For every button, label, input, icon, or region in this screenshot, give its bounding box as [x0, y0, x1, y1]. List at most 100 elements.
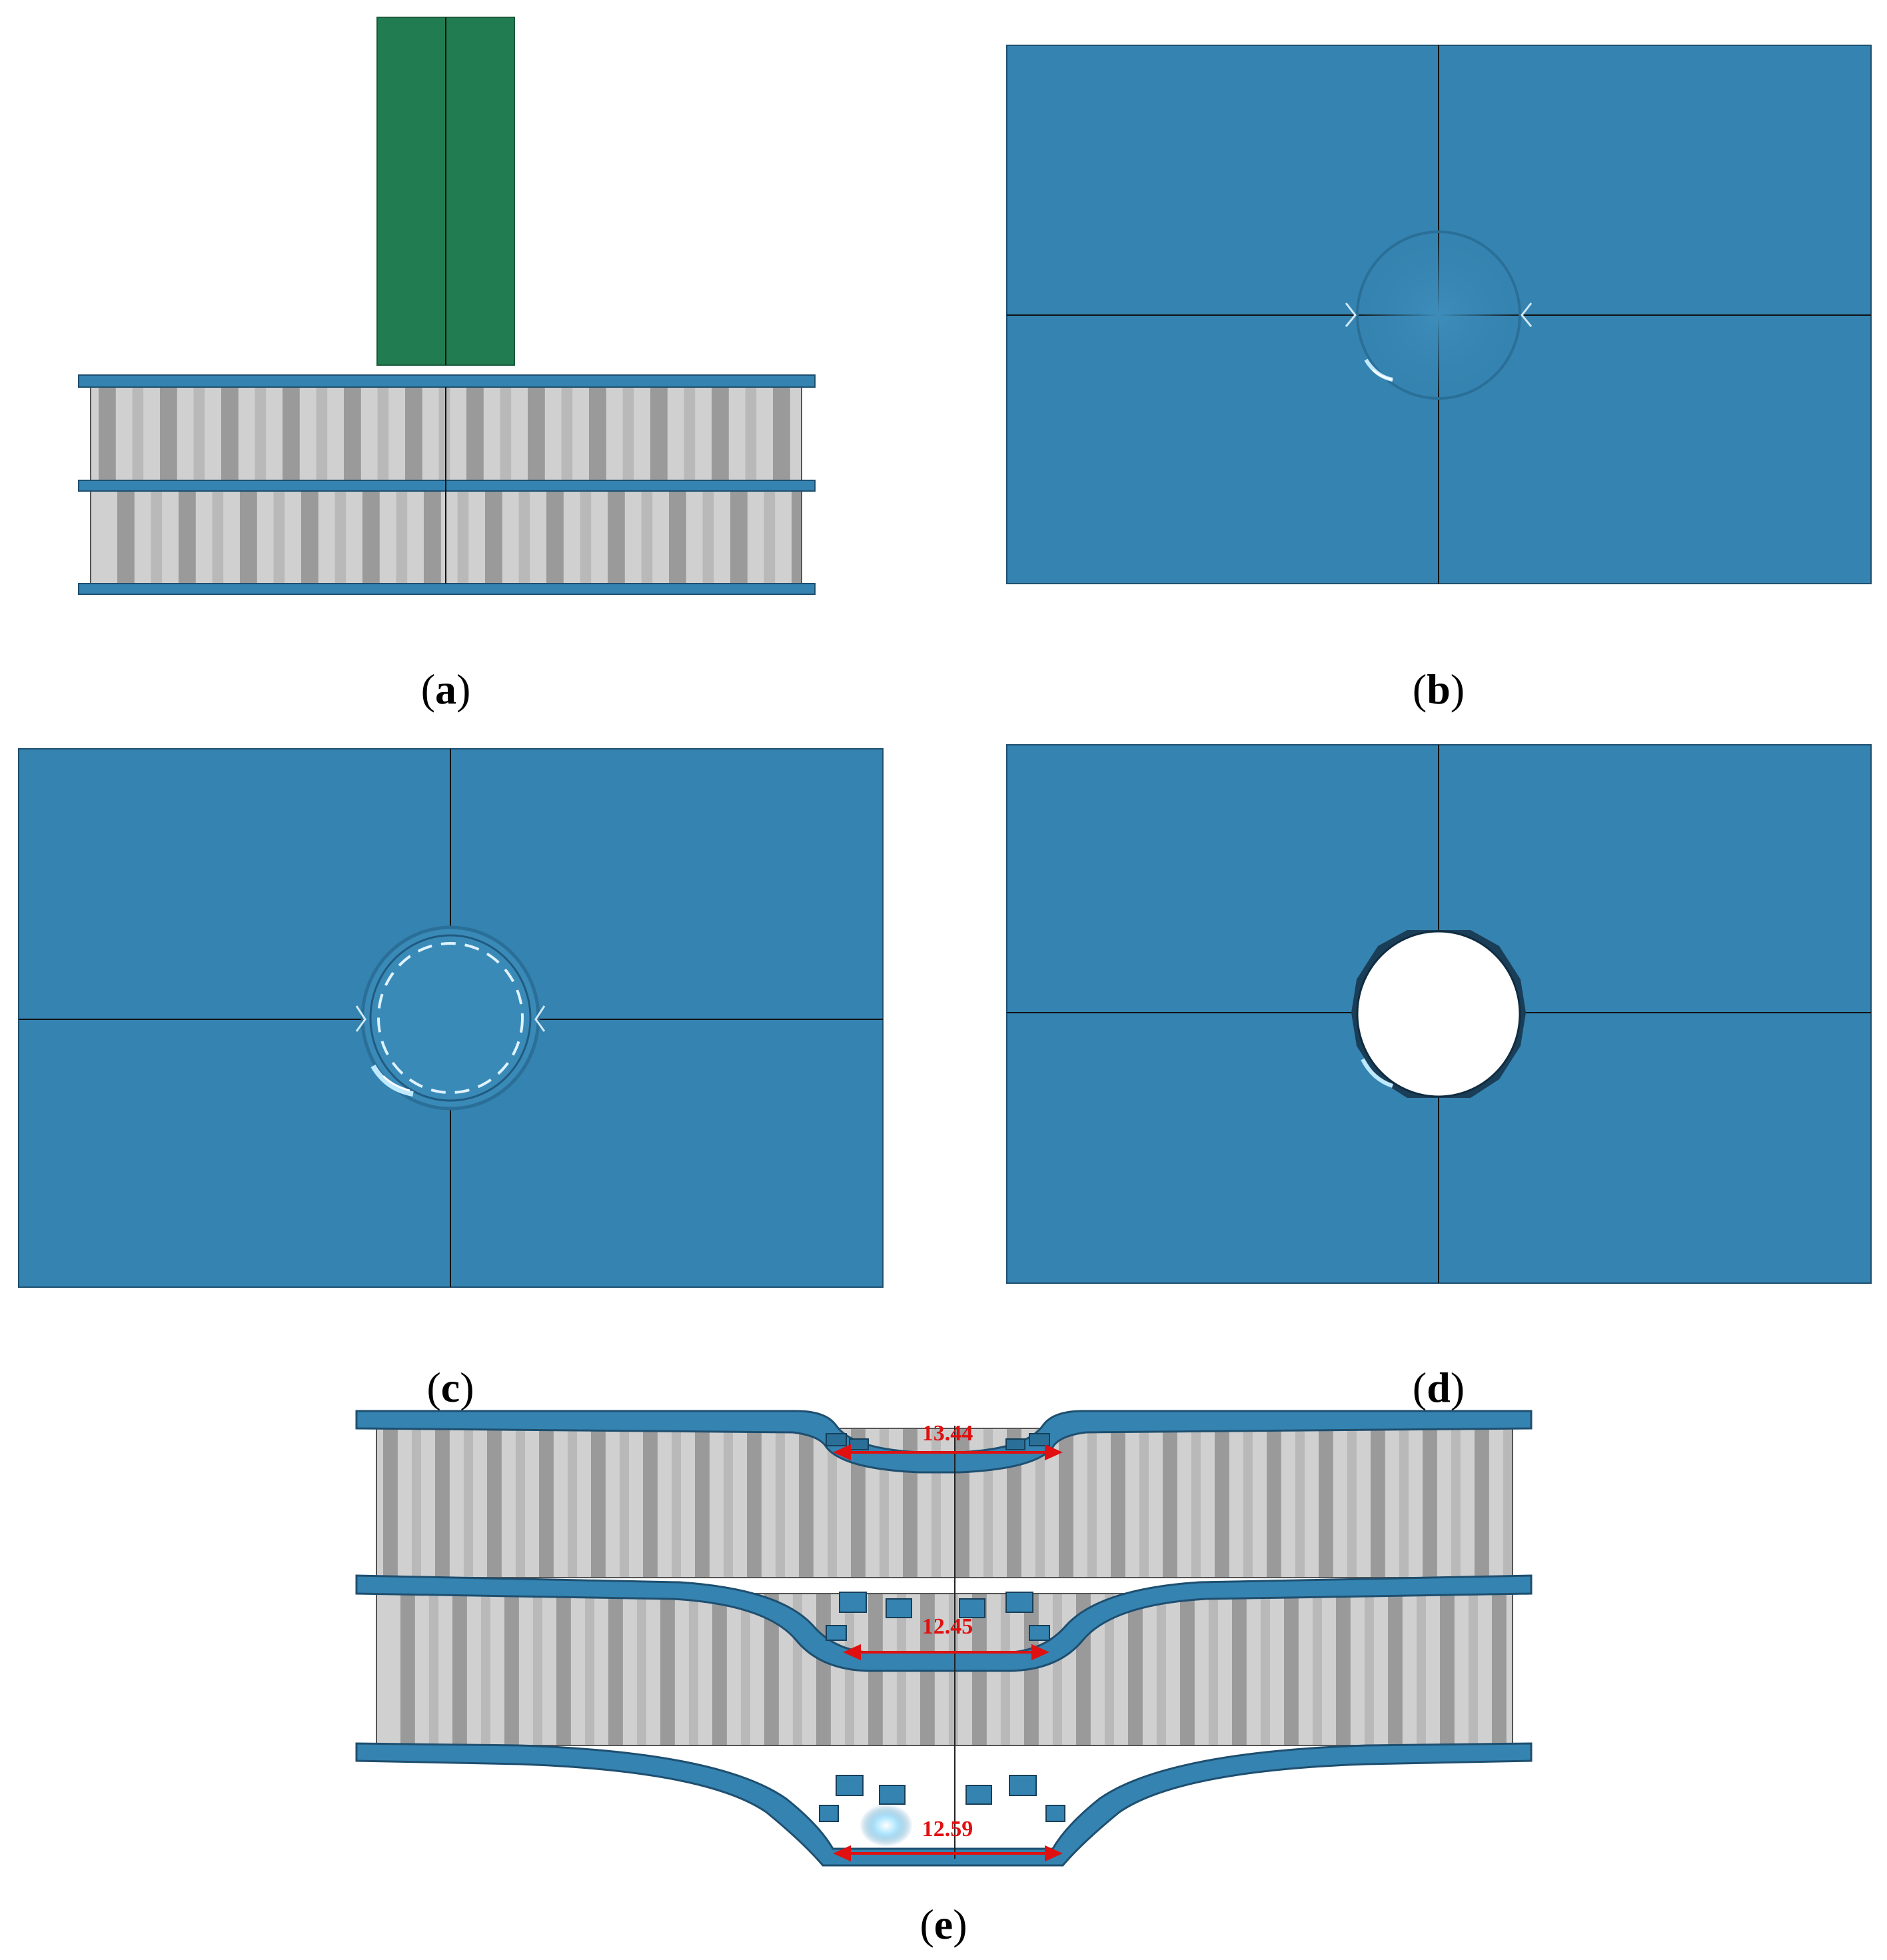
core-cell-wall	[799, 1428, 814, 1578]
core-cell-face	[334, 491, 346, 584]
core-cell-face	[212, 491, 224, 584]
core-cell-wall	[546, 491, 564, 584]
core-cell-face	[1052, 1594, 1062, 1745]
core-cell-wall	[344, 387, 361, 480]
core-cell-wall	[1232, 1594, 1247, 1745]
core-cell-wall	[1440, 1594, 1455, 1745]
core-cell-wall	[485, 491, 502, 584]
dimension-middle	[843, 1644, 1049, 1661]
core-cell-face	[641, 491, 653, 584]
core-cell-face	[273, 491, 285, 584]
panel-d: (d)	[1006, 744, 1872, 1411]
core-cell-wall	[747, 1428, 762, 1578]
core-cell-face	[193, 387, 205, 480]
core-cell-face	[775, 1428, 785, 1578]
core-cell-face	[561, 387, 573, 480]
crushed-cells-bottom	[819, 1775, 1065, 1822]
top-face-plate	[78, 374, 816, 388]
core-cell-face	[619, 1428, 629, 1578]
core-cell-wall	[695, 1428, 710, 1578]
core-cell-face	[518, 491, 530, 584]
core-cell-wall	[435, 1428, 450, 1578]
core-cell-face	[1260, 1594, 1270, 1745]
core-cell-face	[1347, 1428, 1357, 1578]
core-outline	[376, 1428, 1513, 1578]
core-cell-wall	[712, 1594, 727, 1745]
impact-highlight	[860, 1804, 913, 1847]
panel-c-label: (c)	[426, 1364, 474, 1411]
core-cell-face	[1295, 1428, 1305, 1578]
core-cell-wall	[608, 1594, 623, 1745]
core-cell-face	[636, 1594, 646, 1745]
panel-e-label: (e)	[920, 1901, 967, 1948]
panel-a-label: (a)	[421, 666, 471, 713]
core-cell-face	[438, 387, 450, 480]
core-cell-face	[457, 491, 469, 584]
core-cell-wall	[1423, 1428, 1437, 1578]
core-cell-face	[411, 1428, 421, 1578]
core-cell-face	[764, 491, 776, 584]
core-cell-wall	[1492, 1594, 1507, 1745]
core-cell-face	[1503, 1428, 1513, 1578]
core-cell-wall	[1180, 1594, 1195, 1745]
core-cell-face	[1156, 1594, 1166, 1745]
core-cell-wall	[773, 387, 790, 480]
core-cell-wall	[1111, 1428, 1125, 1578]
core-cell-face	[480, 1594, 490, 1745]
bottom-face-plate	[78, 583, 816, 595]
dimension-top-label: 13.44	[922, 1421, 973, 1446]
dimension-middle-label: 12.45	[922, 1614, 973, 1639]
core-cell-wall	[221, 387, 239, 480]
core-cell-face	[132, 387, 144, 480]
core-cell-face	[723, 1428, 733, 1578]
core-cell-face	[396, 491, 408, 584]
core-cell-face	[622, 387, 634, 480]
core-cell-wall	[539, 1428, 554, 1578]
core-cell-face	[1087, 1428, 1097, 1578]
core-cell-wall	[643, 1428, 658, 1578]
core-cell-wall	[160, 387, 177, 480]
core-cell-face	[684, 387, 696, 480]
core-cell-face	[745, 387, 757, 480]
core-cell-face	[931, 1428, 941, 1578]
core-cell-face	[1243, 1428, 1253, 1578]
core-cell-face	[702, 491, 714, 584]
core-cell-wall	[650, 387, 668, 480]
core-cell-wall	[283, 387, 300, 480]
core-cell-face	[428, 1594, 438, 1745]
core-cell-wall	[764, 1594, 779, 1745]
core-cell-face	[1104, 1594, 1114, 1745]
core-cell-wall	[301, 491, 318, 584]
core-cell-face	[1416, 1594, 1426, 1745]
core-cell-wall	[1336, 1594, 1351, 1745]
core-cell-wall	[1371, 1428, 1385, 1578]
core-cell-face	[515, 1428, 525, 1578]
core-cell-face	[1191, 1428, 1201, 1578]
core-cell-face	[500, 387, 512, 480]
core-cell-face	[377, 387, 389, 480]
core-cell-wall	[712, 387, 729, 480]
core-cell-wall	[504, 1594, 519, 1745]
damage-zone-b	[1345, 229, 1533, 402]
core-cell-wall	[1319, 1428, 1333, 1578]
core-cell-wall	[1163, 1428, 1177, 1578]
core-cell-wall	[362, 491, 380, 584]
core-cell-face	[584, 1594, 594, 1745]
core-cell-face	[532, 1594, 542, 1745]
core-cell-wall	[1475, 1428, 1489, 1578]
bottom-plate-deformed	[355, 1742, 1533, 1867]
middle-face-plate	[78, 480, 816, 492]
dimension-bottom	[833, 1845, 1063, 1862]
core-cell-wall	[1059, 1428, 1073, 1578]
core-cell-wall	[1215, 1428, 1229, 1578]
core-cell-wall	[591, 1428, 606, 1578]
core-cell-face	[1451, 1428, 1461, 1578]
crushed-cells-top	[826, 1433, 1050, 1450]
panel-c: (c)	[18, 748, 884, 1411]
core-cell-wall	[383, 1428, 398, 1578]
lower-core-deformed	[376, 1593, 1513, 1746]
upper-core-deformed	[376, 1428, 1513, 1578]
core-cell-wall	[1388, 1594, 1403, 1745]
core-cell-face	[567, 1428, 577, 1578]
